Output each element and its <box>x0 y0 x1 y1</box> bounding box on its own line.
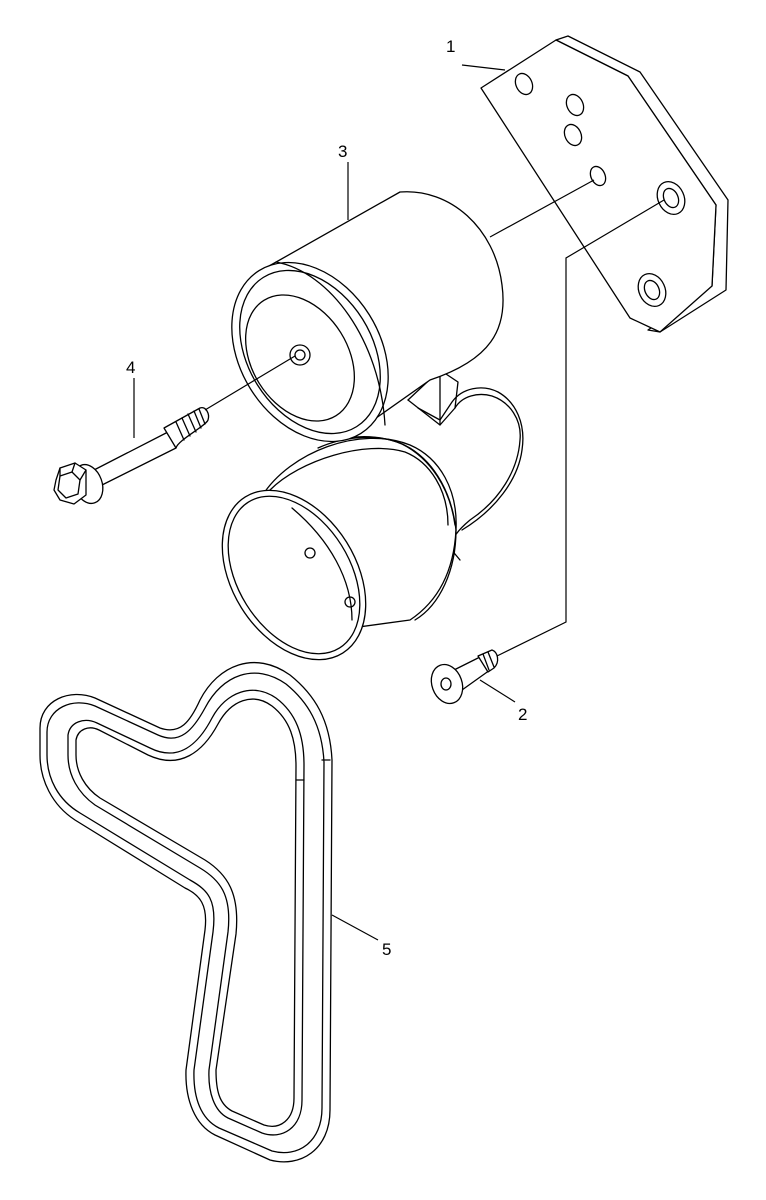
bracket-hole-icon <box>589 165 607 187</box>
bracket-hole-icon <box>514 72 534 96</box>
assembly-lines <box>133 64 665 941</box>
bracket-hole-icon <box>565 93 585 117</box>
callout-pulley: 3 <box>338 142 347 161</box>
callout-bolt: 4 <box>126 358 135 377</box>
pulley-hole-icon <box>344 596 356 608</box>
pulley-hole-icon <box>304 547 316 559</box>
bracket-hole-icon <box>637 272 667 308</box>
countersunk-screw <box>430 649 499 705</box>
drive-belt <box>39 661 333 1163</box>
callout-labels: 1 2 3 4 5 <box>126 37 527 959</box>
callout-bracket: 1 <box>446 37 455 56</box>
screw-socket-icon <box>440 677 452 691</box>
bracket-hole-icon <box>563 123 583 147</box>
pulley-hub-icon <box>289 344 311 366</box>
callout-belt: 5 <box>382 940 391 959</box>
mounting-bracket <box>480 35 729 333</box>
tensioner-pulley <box>231 191 504 443</box>
hex-bolt <box>53 407 210 505</box>
idler-pulley <box>221 436 457 661</box>
callout-screw: 2 <box>518 705 527 724</box>
